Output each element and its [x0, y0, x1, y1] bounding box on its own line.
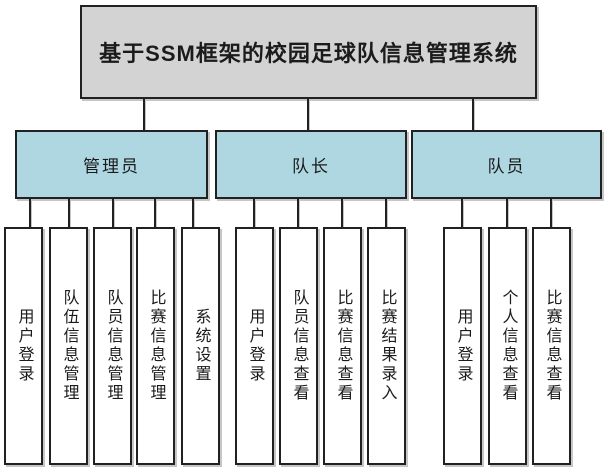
leaf-label: 比赛信息查看 [334, 289, 352, 403]
branch-node-captain: 队长 [215, 130, 407, 199]
leaf-node-captain-match-result-entry: 比赛结果录入 [367, 227, 406, 465]
leaf-node-captain-user-login: 用户登录 [235, 227, 274, 465]
leaf-node-admin-user-login: 用户登录 [4, 227, 43, 465]
branch-node-member: 队员 [411, 130, 602, 199]
leaf-label: 比赛结果录入 [378, 289, 396, 403]
leaf-node-captain-member-info-view: 队员信息查看 [279, 227, 318, 465]
connector-captain-match-result-entry [385, 199, 387, 227]
leaf-label: 个人信息查看 [499, 289, 517, 403]
connector-root-admin [143, 99, 145, 130]
leaf-label: 系统设置 [192, 308, 210, 384]
connector-admin-member-info-mgmt [112, 199, 114, 227]
connector-root-captain [307, 99, 309, 130]
leaf-node-member-match-info-view: 比赛信息查看 [532, 227, 571, 465]
root-node-system-title: 基于SSM框架的校园足球队信息管理系统 [80, 5, 537, 99]
connector-root-member [472, 99, 474, 130]
connector-captain-match-info-view [341, 199, 343, 227]
connector-captain-member-info-view [297, 199, 299, 227]
leaf-node-member-user-login: 用户登录 [443, 227, 482, 465]
leaf-node-member-personal-info-view: 个人信息查看 [488, 227, 527, 465]
branch-node-admin: 管理员 [15, 130, 208, 199]
leaf-node-admin-match-info-mgmt: 比赛信息管理 [136, 227, 175, 465]
connector-member-match-info-view [550, 199, 552, 227]
connector-captain-user-login [253, 199, 255, 227]
leaf-node-captain-match-info-view: 比赛信息查看 [323, 227, 362, 465]
connector-member-user-login [461, 199, 463, 227]
connector-admin-team-info-mgmt [68, 199, 70, 227]
leaf-label: 用户登录 [246, 308, 264, 384]
leaf-node-admin-member-info-mgmt: 队员信息管理 [93, 227, 132, 465]
leaf-label: 用户登录 [454, 308, 472, 384]
connector-admin-match-info-mgmt [154, 199, 156, 227]
connector-admin-system-settings [192, 199, 194, 227]
leaf-label: 队员信息查看 [290, 289, 308, 403]
leaf-node-admin-team-info-mgmt: 队伍信息管理 [49, 227, 88, 465]
leaf-label: 队伍信息管理 [60, 289, 78, 403]
leaf-label: 比赛信息查看 [543, 289, 561, 403]
leaf-label: 比赛信息管理 [147, 289, 165, 403]
leaf-label: 用户登录 [15, 308, 33, 384]
connector-admin-user-login [29, 199, 31, 227]
connector-member-personal-info-view [506, 199, 508, 227]
leaf-node-admin-system-settings: 系统设置 [181, 227, 220, 465]
leaf-label: 队员信息管理 [104, 289, 122, 403]
